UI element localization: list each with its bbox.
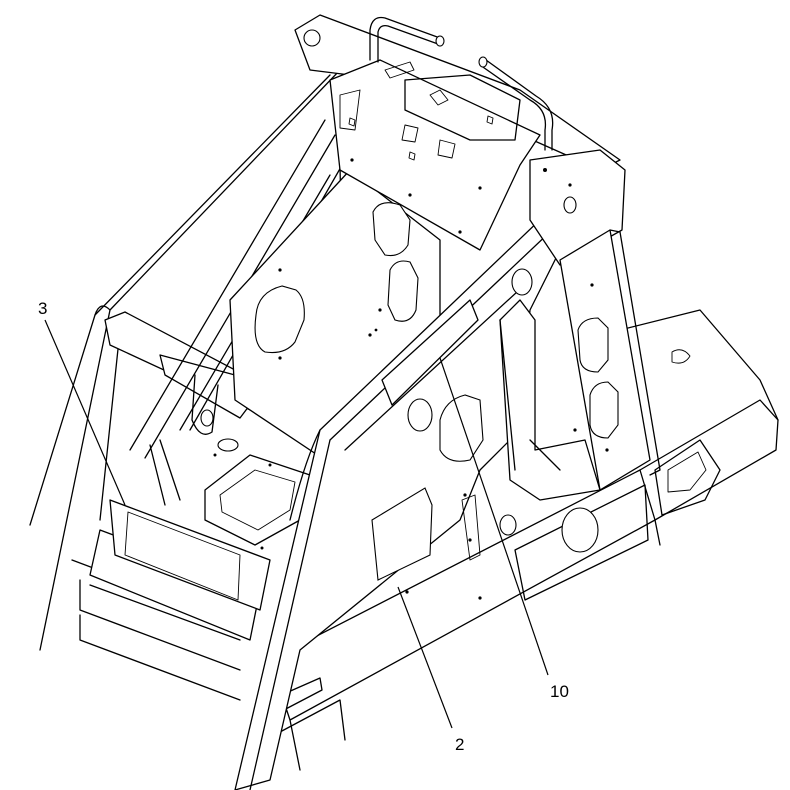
left-frame-leg [29, 69, 341, 651]
callout-10: 10 [550, 682, 569, 701]
leader-10 [439, 357, 549, 676]
grab-handles [369, 16, 554, 151]
leader-2 [397, 586, 453, 729]
right-upright [511, 149, 661, 491]
callout-3: 3 [38, 299, 47, 318]
callout-2: 2 [455, 735, 464, 754]
callout-leaders [44, 319, 549, 729]
inner-tray [109, 439, 311, 611]
central-brace [499, 299, 601, 501]
base-frame [264, 309, 779, 771]
callout-labels: 3 10 2 [38, 299, 569, 754]
right-frame-leg [234, 214, 561, 790]
leader-3 [44, 319, 126, 506]
